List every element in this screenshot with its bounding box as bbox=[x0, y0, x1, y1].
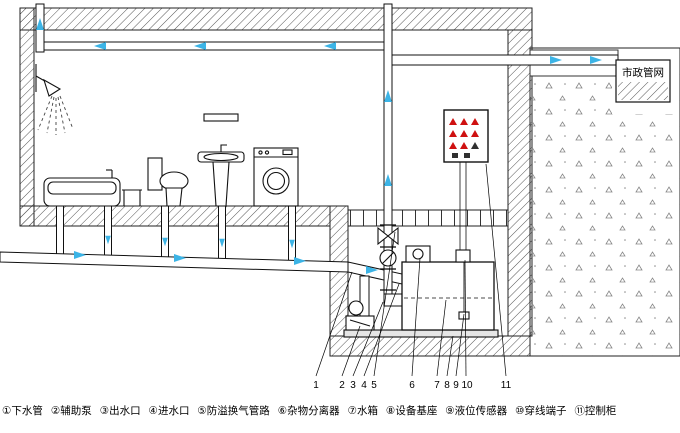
drop-pipe bbox=[218, 205, 226, 261]
auxiliary-pump bbox=[345, 300, 375, 331]
equipment-base bbox=[343, 329, 499, 338]
callout-9: 9 bbox=[453, 380, 459, 391]
room-floor-slab bbox=[19, 205, 331, 227]
legend-item-8: ⑧设备基座 bbox=[385, 405, 438, 417]
ceiling-slab bbox=[19, 7, 533, 31]
legend-item-2: ②辅助泵 bbox=[50, 405, 92, 417]
legend-item-9: ⑨液位传感器 bbox=[445, 405, 508, 417]
riser-elbow bbox=[383, 293, 405, 307]
callout-10: 10 bbox=[461, 380, 473, 391]
debris-separator bbox=[405, 245, 431, 263]
callout-numbers: 1 2 3 4 5 6 7 8 9 10 11 bbox=[313, 380, 511, 391]
callout-5: 5 bbox=[371, 380, 377, 391]
left-wall bbox=[19, 7, 35, 227]
pipe-flanges bbox=[380, 224, 396, 291]
callout-11: 11 bbox=[501, 380, 512, 391]
gate-valve bbox=[377, 226, 399, 246]
municipal-network: 市政管网 bbox=[615, 59, 671, 103]
callout-6: 6 bbox=[409, 380, 415, 391]
callout-4: 4 bbox=[361, 380, 367, 391]
legend-item-6: ⑥杂物分离器 bbox=[277, 405, 340, 417]
municipal-water bbox=[618, 82, 668, 100]
legend-item-3: ③出水口 bbox=[99, 405, 141, 417]
shower bbox=[35, 64, 74, 135]
pit-cover-course bbox=[347, 209, 509, 227]
wiring-terminal bbox=[455, 249, 471, 263]
callout-7: 7 bbox=[434, 380, 440, 391]
check-valve bbox=[379, 249, 397, 267]
municipal-label: 市政管网 bbox=[622, 66, 664, 79]
drop-pipe bbox=[288, 205, 296, 263]
municipal-discharge-pipe bbox=[389, 54, 619, 66]
callout-8: 8 bbox=[444, 380, 450, 391]
legend-item-5: ⑤防溢换气管路 bbox=[197, 405, 270, 417]
lifting-station bbox=[343, 162, 499, 338]
pit-bottom-slab bbox=[329, 335, 531, 357]
legend-item-4: ④进水口 bbox=[148, 405, 190, 417]
toilet bbox=[147, 157, 189, 207]
bathroom-fixtures bbox=[35, 64, 299, 207]
drop-pipe bbox=[56, 205, 64, 257]
callout-2: 2 bbox=[339, 380, 345, 391]
legend-item-10: ⑩穿线端子 bbox=[515, 405, 567, 417]
legend: ①下水管 ②辅助泵 ③出水口 ④进水口 ⑤防溢换气管路 ⑥杂物分离器 ⑦水箱 ⑧… bbox=[2, 403, 678, 418]
washing-machine bbox=[253, 147, 299, 207]
shelf bbox=[203, 113, 239, 122]
drop-pipe bbox=[104, 205, 112, 258]
cabinet-switch bbox=[452, 153, 458, 158]
bathtub bbox=[43, 169, 121, 207]
control-wires bbox=[459, 162, 467, 250]
callout-1: 1 bbox=[313, 380, 319, 391]
control-cabinet bbox=[443, 109, 489, 163]
callout-3: 3 bbox=[350, 380, 356, 391]
callout-leaders bbox=[315, 163, 507, 377]
cabinet-switch bbox=[464, 153, 470, 158]
legend-item-7: ⑦水箱 bbox=[347, 405, 378, 417]
legend-item-11: ⑪控制柜 bbox=[574, 405, 617, 417]
right-wall bbox=[507, 29, 533, 337]
side-table bbox=[122, 189, 142, 206]
sink bbox=[197, 144, 245, 207]
drop-pipe bbox=[161, 205, 169, 260]
indicator-lights bbox=[449, 118, 479, 158]
legend-item-1: ①下水管 bbox=[2, 405, 43, 417]
shower-head-icon bbox=[43, 78, 62, 97]
